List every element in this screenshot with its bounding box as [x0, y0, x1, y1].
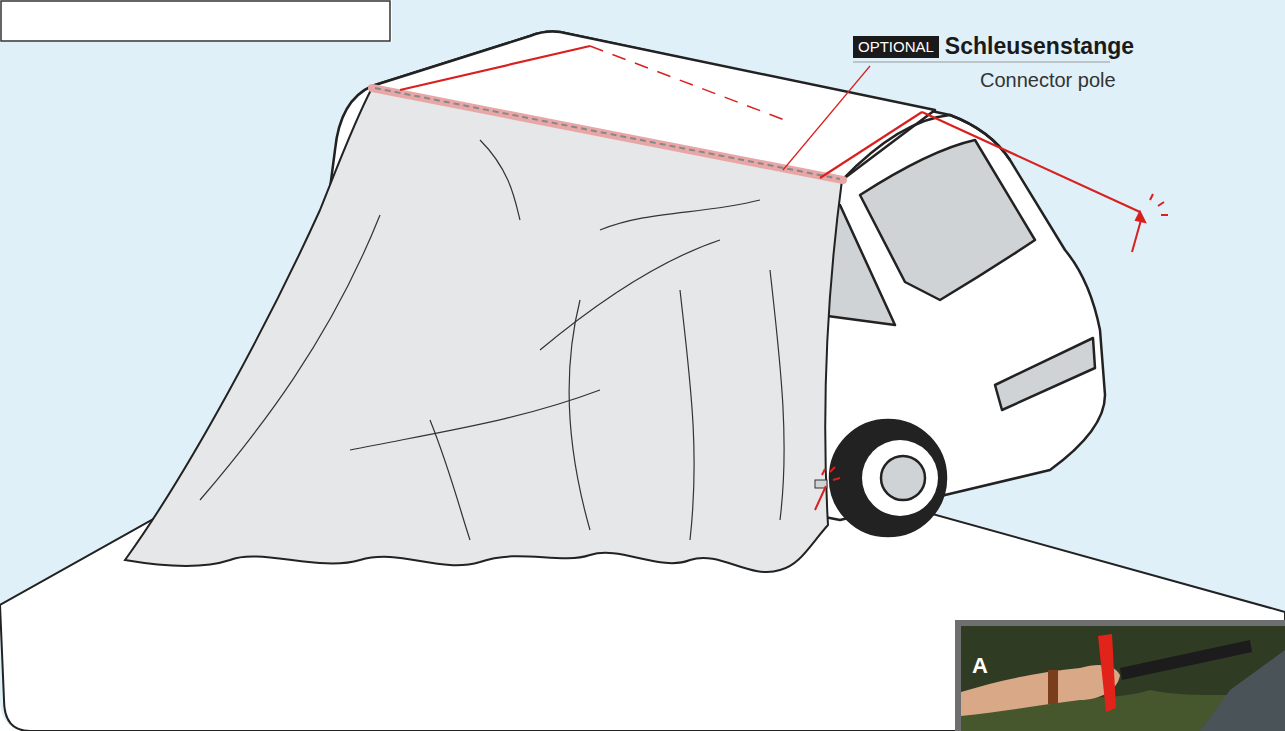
pole-bar [372, 88, 843, 180]
awning-sheet [125, 88, 842, 572]
peg-marks [1150, 194, 1168, 215]
part-name: Schleusenstange [945, 33, 1134, 59]
photo-watch [1048, 670, 1058, 704]
fold [200, 215, 380, 500]
fold [350, 390, 600, 450]
leader-line [783, 66, 870, 170]
guy-line [400, 46, 590, 90]
wheel [830, 420, 946, 536]
sheet-outline [125, 88, 842, 572]
header-box [1, 1, 390, 41]
fold [569, 300, 590, 530]
photo-inset [955, 620, 1285, 731]
guy-line [820, 112, 922, 178]
fold [600, 200, 760, 230]
fold [540, 240, 720, 350]
connector-pole [372, 88, 843, 180]
wheel-hub [881, 456, 925, 500]
peg-shaft [1132, 220, 1141, 252]
peg-marks [822, 467, 840, 480]
windshield [860, 140, 1035, 300]
tent-peg-rear [815, 467, 840, 510]
optional-tag: OPTIONAL [853, 36, 939, 58]
guy-line [922, 112, 1140, 212]
headlight [995, 338, 1095, 410]
photo-letter: A [972, 654, 988, 678]
fold [480, 140, 520, 220]
pole-dash [375, 88, 840, 179]
peg-shaft [815, 486, 826, 510]
label-rule [853, 62, 1110, 63]
fold [680, 290, 694, 540]
sheet-folds [200, 140, 784, 540]
photo-frame [955, 620, 1285, 731]
guy-lines [400, 46, 1140, 212]
wheel-rim [862, 440, 938, 516]
part-name-translation: Connector pole [980, 68, 1116, 92]
photo-peg [1098, 634, 1116, 712]
fold [430, 420, 470, 540]
tent-peg-front [1132, 194, 1168, 252]
photo-strap [1120, 640, 1252, 680]
fold [770, 270, 784, 520]
photo-grass [961, 626, 1285, 731]
guy-line-hidden [590, 46, 790, 122]
photo-tent-fabric [1200, 650, 1285, 731]
